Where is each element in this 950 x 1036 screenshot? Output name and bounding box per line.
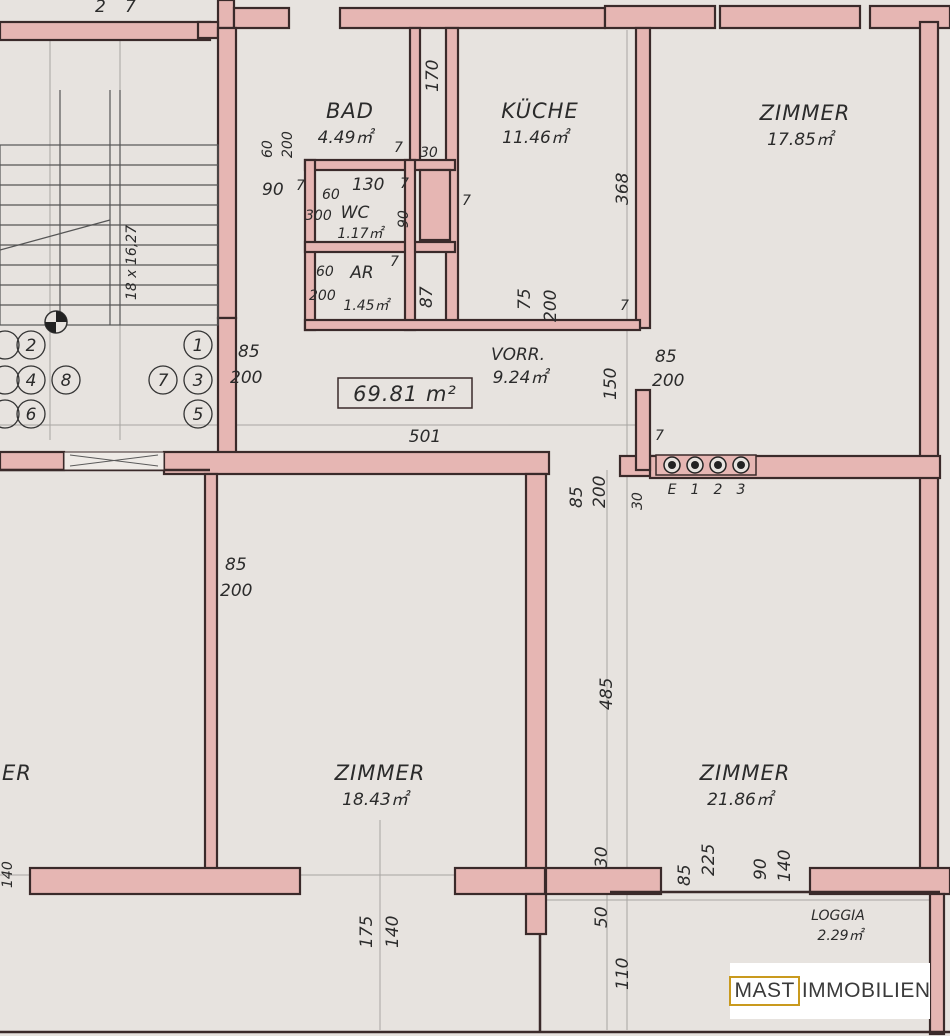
- room-area-vorr: 9.24㎡: [493, 368, 551, 388]
- room-name-vorr: VORR.: [491, 345, 545, 365]
- dim: 200: [309, 288, 336, 304]
- marker-label: 1: [193, 336, 204, 356]
- dim: 90: [262, 180, 284, 200]
- dim: 90: [751, 858, 771, 880]
- dim: 85: [238, 342, 260, 362]
- dim: 85: [567, 486, 587, 508]
- total-area: 69.81 m²: [353, 382, 457, 406]
- dim: 200: [220, 581, 252, 601]
- room-name-zimmer-mid: ZIMMER: [334, 761, 426, 785]
- dim: 90: [396, 210, 412, 228]
- dim: 200: [280, 131, 296, 158]
- dim: 7: [296, 178, 305, 194]
- dim: 75: [515, 288, 535, 310]
- landing-markers: 2 4 8 6 1 7 3 5: [0, 310, 213, 429]
- room-name-loggia: LOGGIA: [811, 908, 865, 924]
- dim: 300: [305, 208, 332, 224]
- dim: 85: [675, 864, 695, 886]
- dim: 200: [590, 476, 610, 508]
- dim: 7: [620, 298, 629, 314]
- dim: 2: [95, 0, 106, 17]
- dim: 85: [225, 555, 247, 575]
- dim: 7: [394, 140, 403, 156]
- dim: 140: [0, 861, 16, 888]
- marker-label: 6: [26, 405, 37, 425]
- meter-label: E: [668, 482, 677, 498]
- dim: 7: [125, 0, 136, 17]
- dim: 200: [541, 290, 561, 322]
- meter-markers: E 1 2 3: [655, 454, 757, 498]
- dim: 140: [383, 916, 403, 948]
- dim: 200: [652, 371, 684, 391]
- marker-label: 4: [26, 371, 37, 391]
- dim: 18 x 16,27: [124, 225, 140, 300]
- dim: 175: [357, 916, 377, 948]
- room-area-zimmer-right: 21.86㎡: [707, 790, 776, 810]
- room-name-zimmer-top: ZIMMER: [759, 101, 851, 125]
- room-area-zimmer-mid: 18.43㎡: [342, 790, 411, 810]
- room-name-bad: BAD: [326, 99, 374, 123]
- dim: 110: [613, 958, 633, 990]
- logo-mast: MAST: [729, 976, 800, 1006]
- room-area-kueche: 11.46㎡: [502, 128, 571, 148]
- dim: 130: [352, 175, 384, 195]
- dimensions: 2 7 170 60 200 7 30 368 90 7 60 130 7 90…: [0, 0, 795, 990]
- meter-label: 3: [737, 482, 746, 498]
- marker-label: 7: [158, 371, 169, 391]
- dim: 485: [597, 678, 617, 710]
- dim: 60: [322, 187, 340, 203]
- dim: 30: [420, 145, 438, 161]
- dim: 7: [390, 254, 399, 270]
- marker-label: 8: [61, 371, 72, 391]
- room-name-zimmer-left: ER: [2, 761, 32, 785]
- room-area-loggia: 2.29㎡: [817, 927, 865, 944]
- room-area-ar: 1.45㎡: [343, 297, 391, 314]
- dim: 7: [462, 193, 471, 209]
- meter-label: 1: [691, 482, 700, 498]
- marker-label: 3: [193, 371, 204, 391]
- entrance-door: [63, 451, 165, 471]
- room-area-bad: 4.49㎡: [318, 128, 376, 148]
- room-name-zimmer-right: ZIMMER: [699, 761, 791, 785]
- dim: 140: [775, 850, 795, 882]
- meter-label: 2: [714, 482, 723, 498]
- staircase: [0, 90, 219, 326]
- dim: 368: [613, 172, 633, 205]
- room-name-kueche: KÜCHE: [501, 98, 579, 123]
- dim: 87: [417, 286, 437, 308]
- dim: 501: [409, 427, 441, 447]
- dim: 60: [316, 264, 334, 280]
- dim: 150: [601, 368, 621, 400]
- room-labels: BAD 4.49㎡ KÜCHE 11.46㎡ ZIMMER 17.85㎡ WC …: [2, 98, 866, 944]
- room-name-ar: AR: [349, 263, 373, 283]
- marker-label: 2: [26, 336, 37, 356]
- dim: 85: [655, 347, 677, 367]
- dim: 7: [400, 176, 409, 192]
- dim: 30: [592, 846, 612, 868]
- room-area-zimmer-top: 17.85㎡: [767, 130, 836, 150]
- total-area-box: 69.81 m²: [337, 377, 473, 409]
- dim: 50: [592, 906, 612, 928]
- marker-label: 5: [193, 405, 204, 425]
- room-area-wc: 1.17㎡: [337, 225, 385, 242]
- logo-immobilien: IMMOBILIEN: [801, 979, 931, 1002]
- dim: 225: [699, 844, 719, 876]
- dim: 60: [260, 140, 276, 158]
- dim: 170: [423, 60, 443, 92]
- dim: 200: [230, 368, 262, 388]
- dim: 7: [655, 428, 664, 444]
- dim: 30: [630, 492, 646, 510]
- room-name-wc: WC: [341, 203, 370, 223]
